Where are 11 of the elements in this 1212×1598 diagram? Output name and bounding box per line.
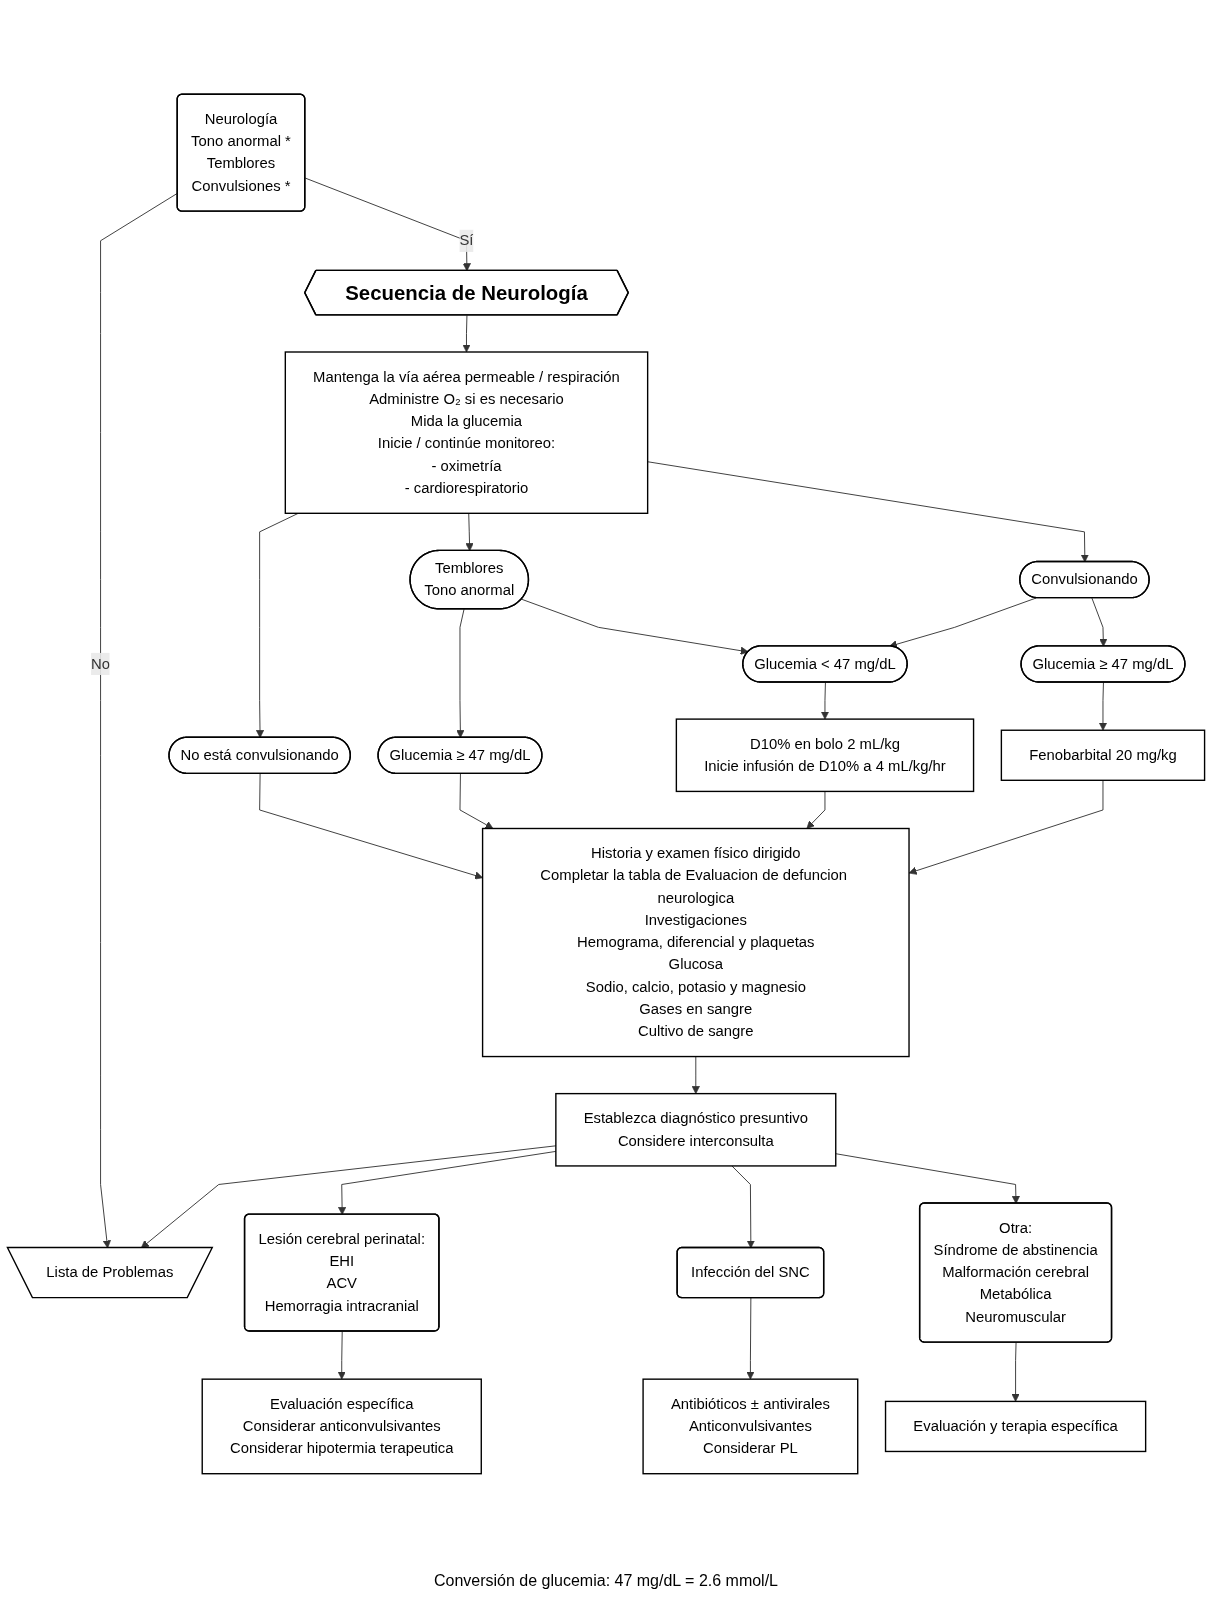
- node-box: Establezca diagnóstico presuntivo Considere interconsulta: [555, 1092, 837, 1167]
- edge-label: Sí: [459, 232, 474, 249]
- node-box: Fenobarbital 20 mg/kg: [1000, 729, 1206, 781]
- node-box: Evaluación y terapia específica: [884, 1400, 1147, 1453]
- note-text: Conversión de glucemia: 47 mg/dL = 2.6 mmol/L: [434, 1572, 778, 1590]
- node-box: Historia y examen físico dirigido Completar la tabla de Evaluacion de defuncion neurologica Investigaciones Hemograma, diferencial y plaquetas Glucosa Sodio, calcio, potasio y magnesio Gases en sangre Cultivo de sangre: [481, 827, 910, 1058]
- node-box: Antibióticos ± antivirales Anticonvulsivantes Considerar PL: [642, 1378, 859, 1475]
- node-box: Evaluación específica Considerar anticonvulsivantes Considerar hipotermia terapeutica: [201, 1378, 482, 1475]
- edge-label: No: [91, 655, 111, 672]
- node-box: Mantenga la vía aérea permeable / respiración Administre O₂ si es necesario Mida la glucemia Inicie / continúe monitoreo: - oximetría - cardiorespiratorio: [284, 351, 649, 514]
- node-box: D10% en bolo 2 mL/kg Inicie infusión de D10% a 4 mL/kg/hr: [675, 718, 975, 793]
